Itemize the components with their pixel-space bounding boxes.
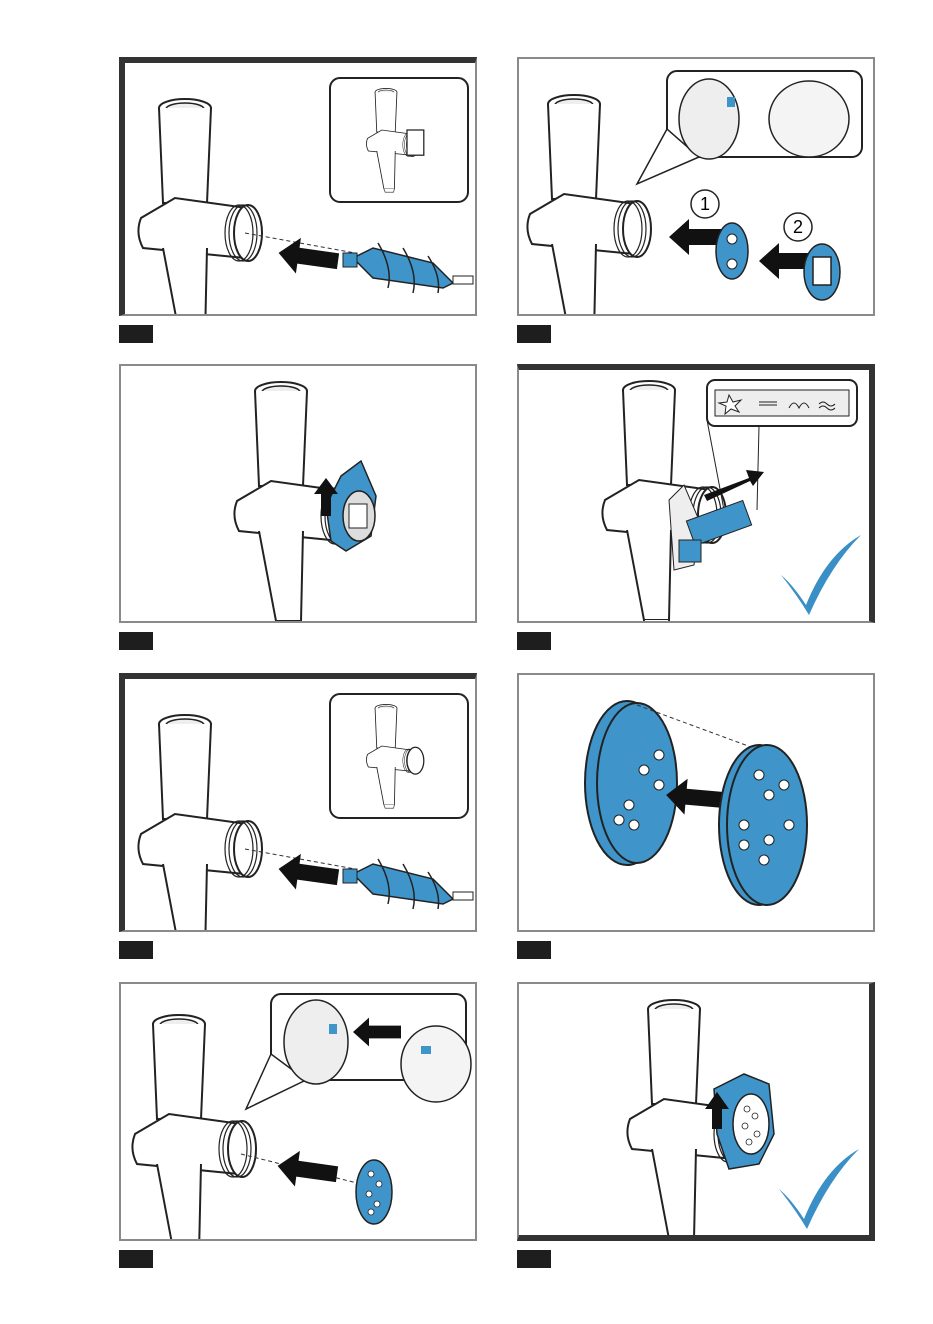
disc-and-ring-assembly-illustration: 1 2 (519, 59, 873, 314)
step-label-2 (517, 325, 551, 343)
auger-insert-illustration (125, 63, 475, 314)
auger-insert-illustration (125, 679, 475, 930)
step-number-2: 2 (793, 217, 803, 237)
panel-step-6 (517, 673, 875, 932)
locking-ring-rotate-illustration (121, 366, 475, 621)
step-label-7 (119, 1250, 153, 1268)
step-label-8 (517, 1250, 551, 1268)
shape-selector-slide-illustration (519, 370, 869, 621)
perforated-disc-assembly-illustration (519, 675, 873, 930)
perforated-disc-insert-illustration (121, 984, 475, 1239)
step-label-5 (119, 941, 153, 959)
panel-step-2: 1 2 (517, 57, 875, 316)
panel-step-8 (517, 982, 875, 1241)
panel-step-5 (119, 673, 477, 932)
step-number-1: 1 (700, 194, 710, 214)
checkmark-icon (781, 535, 861, 615)
checkmark-icon (779, 1149, 859, 1229)
panel-step-1 (119, 57, 477, 316)
panel-step-3 (119, 364, 477, 623)
step-label-4 (517, 632, 551, 650)
panel-step-4 (517, 364, 875, 623)
step-label-3 (119, 632, 153, 650)
step-label-1 (119, 325, 153, 343)
step-label-6 (517, 941, 551, 959)
locking-ring-rotate-illustration (519, 984, 869, 1235)
panel-step-7 (119, 982, 477, 1241)
